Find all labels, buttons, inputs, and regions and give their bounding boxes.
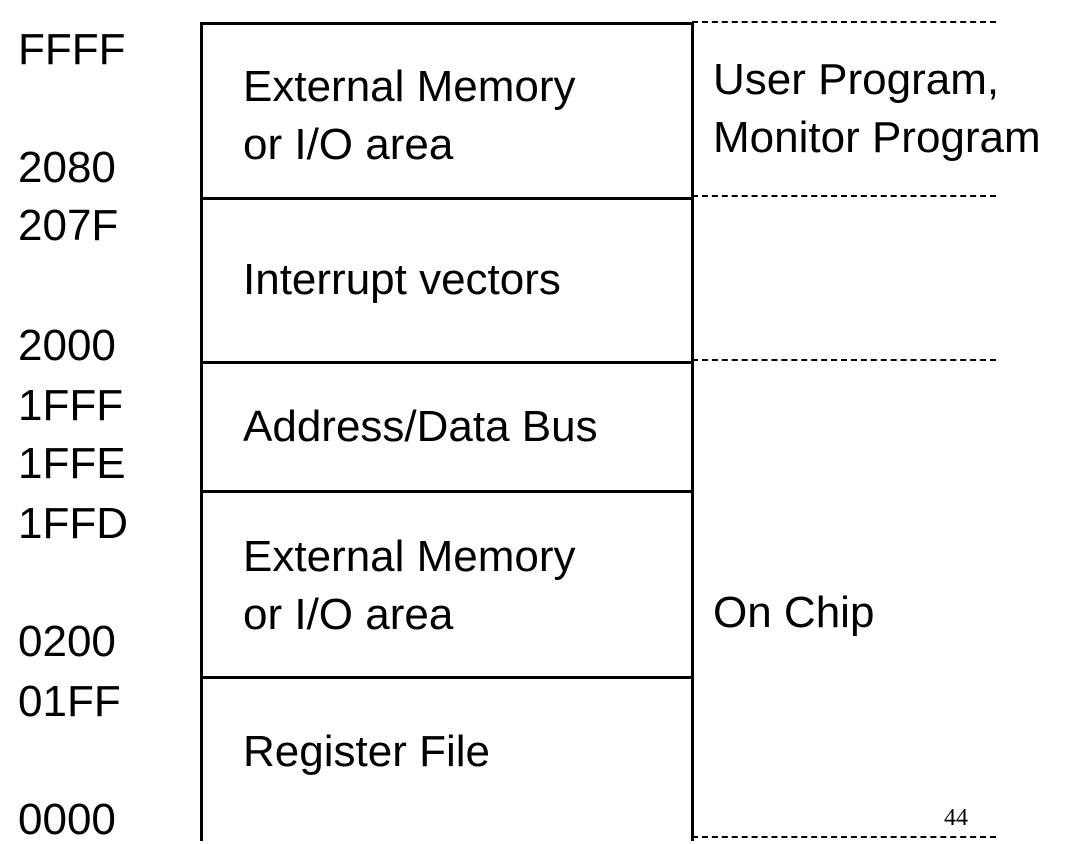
region-label-line: Interrupt vectors xyxy=(243,255,561,304)
dashed-boundary xyxy=(692,359,996,361)
region-address-data-bus: Address/Data Bus xyxy=(243,398,598,456)
region-divider xyxy=(203,361,691,364)
address-207f: 207F xyxy=(18,201,119,250)
address-0000: 0000 xyxy=(18,795,116,844)
region-label-line: Register File xyxy=(243,727,490,776)
dashed-boundary xyxy=(692,21,996,23)
side-label-line: User Program, xyxy=(713,55,1000,104)
side-label-on-chip: On Chip xyxy=(713,584,874,642)
region-register-file: Register File xyxy=(243,723,490,781)
region-label-line: Address/Data Bus xyxy=(243,402,598,451)
address-0200: 0200 xyxy=(18,617,116,666)
address-1ffe: 1FFE xyxy=(18,439,126,488)
memory-map: External Memory or I/O area Interrupt ve… xyxy=(200,22,694,841)
side-label-line: Monitor Program xyxy=(713,113,1041,162)
dashed-boundary xyxy=(692,836,996,838)
region-divider xyxy=(203,197,691,200)
region-divider xyxy=(203,676,691,679)
region-label-line: or I/O area xyxy=(243,120,454,169)
address-1fff: 1FFF xyxy=(18,381,124,430)
address-2000: 2000 xyxy=(18,321,116,370)
region-label-line: or I/O area xyxy=(243,590,454,639)
region-external-memory-high: External Memory or I/O area xyxy=(243,58,576,174)
region-label-line: External Memory xyxy=(243,62,576,111)
side-label-line: On Chip xyxy=(713,588,875,637)
side-label-user-monitor-program: User Program, Monitor Program xyxy=(713,51,1041,167)
address-1ffd: 1FFD xyxy=(18,499,128,548)
region-label-line: External Memory xyxy=(243,532,576,581)
address-2080: 2080 xyxy=(18,143,116,192)
region-external-memory-low: External Memory or I/O area xyxy=(243,528,576,644)
region-divider xyxy=(203,490,691,493)
page-number: 44 xyxy=(944,805,968,831)
address-01ff: 01FF xyxy=(18,677,121,726)
region-interrupt-vectors: Interrupt vectors xyxy=(243,251,561,309)
address-ffff: FFFF xyxy=(18,25,126,74)
dashed-boundary xyxy=(692,195,996,197)
